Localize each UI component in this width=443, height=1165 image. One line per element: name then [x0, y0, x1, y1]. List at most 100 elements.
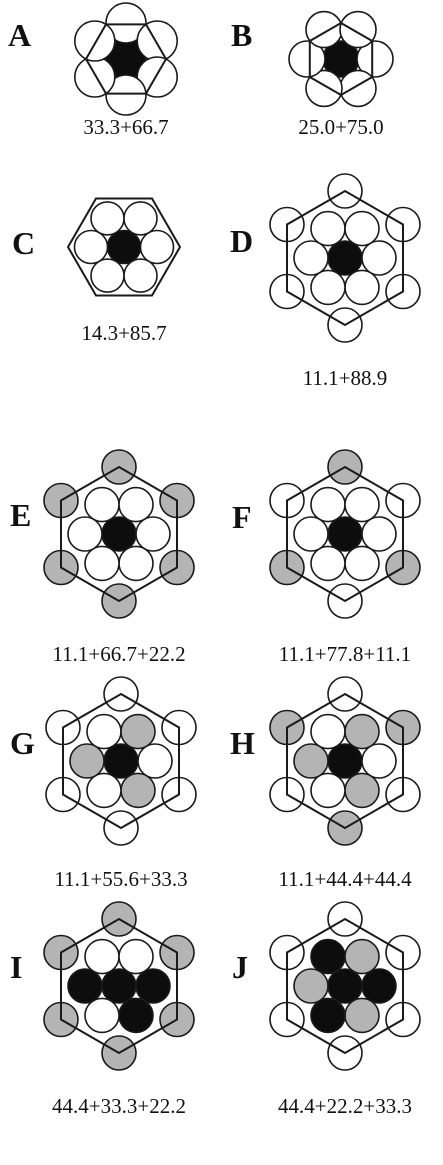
atom-cluster: [269, 449, 421, 619]
atom-cluster: [288, 10, 394, 108]
atom-black: [310, 997, 346, 1034]
atom-black: [327, 968, 363, 1004]
composition-caption: 11.1+77.8+11.1: [279, 642, 411, 666]
composition-caption: 14.3+85.7: [81, 321, 166, 345]
atom-white: [118, 545, 154, 582]
atom-white: [84, 938, 120, 975]
panel-label: G: [10, 725, 35, 761]
atom-white: [86, 772, 122, 809]
hexagon-outline: [66, 197, 182, 297]
atom-gray: [293, 743, 329, 779]
atom-gray: [120, 713, 156, 750]
atom-white: [90, 258, 125, 293]
panel-label: E: [10, 497, 31, 533]
atom-white: [139, 229, 175, 265]
panel-label: C: [12, 225, 35, 261]
atom-gray: [344, 938, 380, 975]
composition-caption: 11.1+55.6+33.3: [54, 867, 187, 891]
panel-d: D 11.1+88.9: [230, 173, 421, 390]
atom-cluster: [269, 676, 421, 846]
atom-white: [310, 772, 346, 809]
atom-white: [118, 486, 154, 523]
composition-caption: 11.1+44.4+44.4: [278, 867, 412, 891]
panel-label: B: [231, 17, 252, 53]
hexagon-outline: [286, 692, 404, 830]
atom-black: [101, 968, 137, 1004]
atom-white: [293, 240, 329, 276]
panel-c: C 14.3+85.7: [12, 197, 182, 345]
composition-caption: 11.1+66.7+22.2: [52, 642, 185, 666]
atom-gray: [344, 997, 380, 1034]
atom-cluster: [43, 901, 195, 1071]
atom-white: [84, 486, 120, 523]
atom-gray: [344, 713, 380, 750]
panel-label: A: [8, 17, 31, 53]
hexagon-outline: [60, 917, 178, 1055]
atom-white: [74, 20, 116, 62]
atom-cluster: [43, 449, 195, 619]
composition-caption: 33.3+66.7: [83, 115, 168, 139]
atom-black: [361, 968, 397, 1004]
atom-white: [288, 40, 326, 78]
atom-white: [86, 713, 122, 750]
atom-white: [339, 69, 377, 108]
atom-white: [136, 20, 178, 62]
hexagon-outline: [286, 465, 404, 603]
atom-white: [67, 516, 103, 552]
atom-white: [105, 2, 147, 44]
panel-f: F 11.1+77.8+11.1: [232, 449, 421, 666]
atom-white: [137, 743, 173, 779]
panel-a: A 33.3+66.7: [8, 2, 178, 139]
hexagon-outline: [286, 917, 404, 1055]
atom-black: [67, 968, 103, 1004]
atom-white: [84, 997, 120, 1034]
atom-white: [356, 40, 394, 78]
atom-black: [310, 938, 346, 975]
atom-cluster: [45, 676, 197, 846]
atom-cluster: [269, 173, 421, 343]
atom-white: [73, 229, 109, 265]
atom-gray: [293, 968, 329, 1004]
atom-gray: [120, 772, 156, 809]
atom-cluster: [66, 197, 182, 297]
atom-white: [118, 938, 154, 975]
atom-black: [101, 516, 137, 552]
atom-white: [123, 258, 158, 293]
atom-cluster: [74, 2, 178, 116]
panel-label: J: [232, 949, 248, 985]
composition-caption: 25.0+75.0: [298, 115, 383, 139]
atom-cluster: [269, 901, 421, 1071]
hexagon-outline: [308, 21, 374, 97]
panel-label: H: [230, 725, 255, 761]
hexagon-outline: [62, 692, 180, 830]
composition-caption: 11.1+88.9: [303, 366, 388, 390]
hexagon-outline: [60, 465, 178, 603]
panel-label: I: [10, 949, 22, 985]
atom-white: [344, 545, 380, 582]
atom-white: [293, 516, 329, 552]
panel-label: F: [232, 499, 252, 535]
panel-j: J44.4+22.2+33.3: [232, 901, 421, 1118]
atom-black: [106, 229, 142, 265]
hexagon-outline: [84, 23, 168, 95]
atom-white: [361, 240, 397, 276]
panel-e: E 11.1+66.7+22.2: [10, 449, 195, 666]
atom-black: [327, 240, 363, 276]
atom-white: [310, 713, 346, 750]
atom-black: [135, 968, 171, 1004]
composition-caption: 44.4+33.3+22.2: [52, 1094, 186, 1118]
atom-white: [310, 545, 346, 582]
panel-g: G 11.1+55.6+33.3: [10, 676, 197, 891]
panel-label: D: [230, 223, 253, 259]
atom-white: [105, 74, 147, 116]
panel-b: B 25.0+75.0: [231, 10, 394, 139]
panel-h: H 11.1+44.4+44.4: [230, 676, 421, 891]
atom-white: [344, 269, 380, 306]
atom-white: [310, 486, 346, 523]
panels: A 33.3+66.7 B 25.0+75.0C 14.3+85.7 D 11.1+88.9…: [8, 2, 421, 1118]
atom-gray: [344, 772, 380, 809]
atom-white: [305, 10, 343, 49]
atom-white: [361, 516, 397, 552]
atom-white: [84, 545, 120, 582]
atom-black: [327, 743, 363, 779]
